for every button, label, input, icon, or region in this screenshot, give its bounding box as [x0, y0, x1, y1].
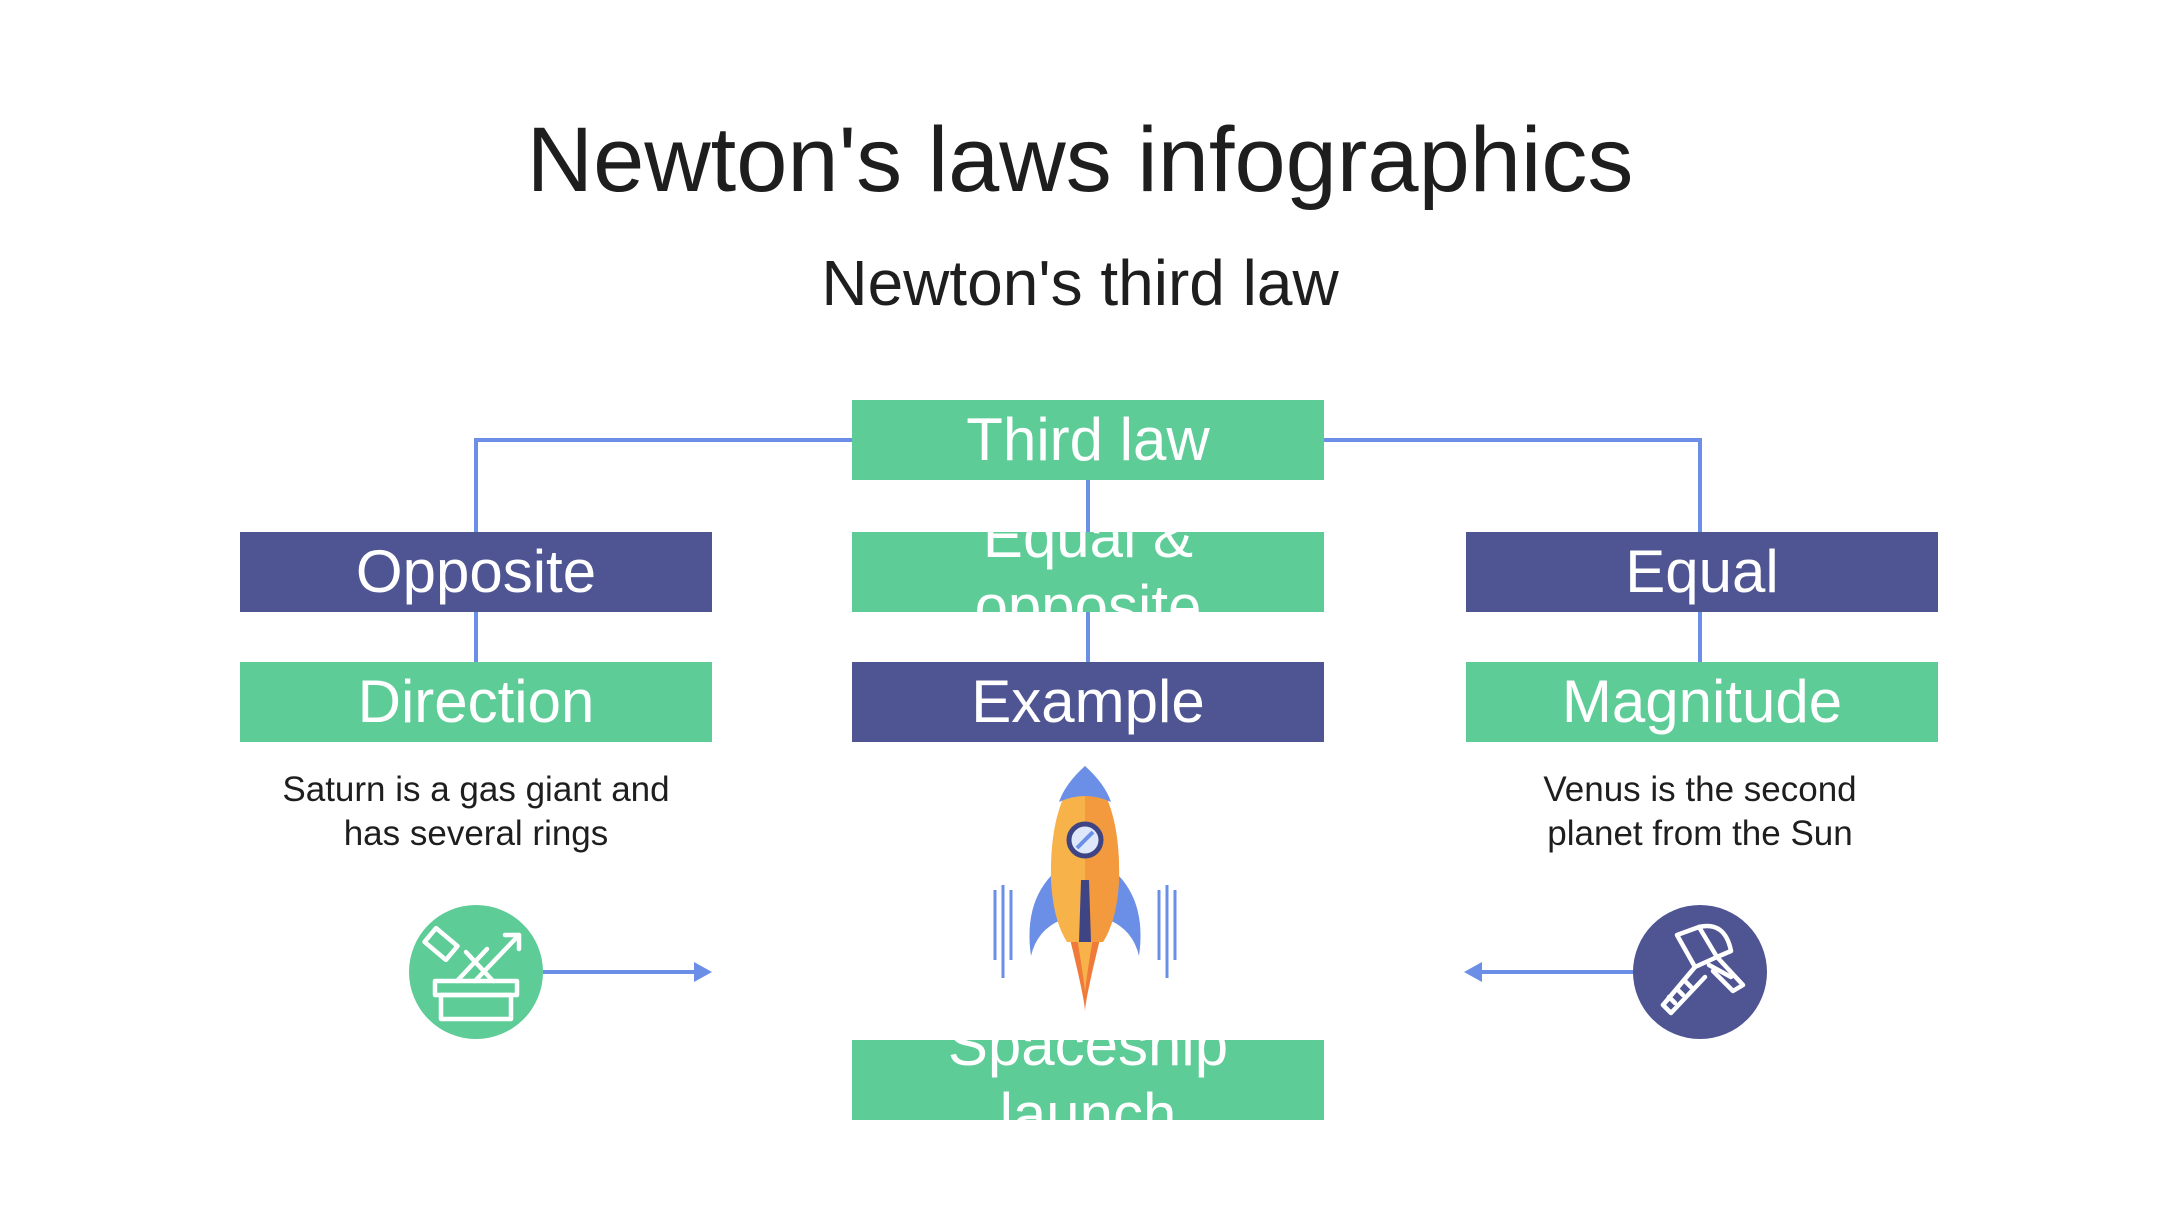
- caliper-icon: [1633, 905, 1767, 1039]
- right-description-line2: planet from the Sun: [1547, 814, 1853, 853]
- box-magnitude: Magnitude: [1466, 662, 1938, 742]
- box-equal-opposite-line2: opposite: [974, 573, 1202, 612]
- rocket-icon: [993, 766, 1177, 1012]
- box-opposite-label: Opposite: [355, 538, 597, 605]
- box-example: Example: [852, 662, 1324, 742]
- box-magnitude-label: Magnitude: [1561, 668, 1843, 735]
- page-title: Newton's laws infographics: [526, 109, 1634, 211]
- box-spaceship-launch: Spaceship launch: [852, 1040, 1324, 1120]
- page-subtitle: Newton's third law: [821, 247, 1339, 319]
- right-description-line1: Venus is the second: [1543, 770, 1857, 809]
- box-direction: Direction: [240, 662, 712, 742]
- box-equal: Equal: [1466, 532, 1938, 612]
- connector-root-left: [474, 438, 852, 532]
- left-description: Saturn is a gas giant and has several ri…: [216, 768, 736, 856]
- left-description-line1: Saturn is a gas giant and: [282, 770, 670, 809]
- box-spaceship-launch-line1: Spaceship: [947, 1040, 1229, 1078]
- measuring-tool-icon: [409, 905, 543, 1039]
- box-equal-label: Equal: [1625, 538, 1779, 605]
- root-box-label: Third law: [966, 406, 1210, 473]
- box-example-label: Example: [971, 668, 1205, 735]
- box-spaceship-launch-line2: launch: [999, 1081, 1177, 1120]
- rocket-nose: [1059, 766, 1111, 802]
- box-opposite: Opposite: [240, 532, 712, 612]
- box-equal-opposite-line1: Equal &: [982, 532, 1194, 570]
- right-description: Venus is the second planet from the Sun: [1440, 768, 1960, 856]
- arrow-right-head: [1464, 962, 1482, 982]
- left-description-line2: has several rings: [343, 814, 609, 853]
- root-box-third-law: Third law: [852, 400, 1324, 480]
- arrow-left-head: [694, 962, 712, 982]
- connector-root-right: [1324, 438, 1702, 532]
- box-direction-label: Direction: [357, 668, 595, 735]
- box-equal-opposite: Equal & opposite: [852, 532, 1324, 612]
